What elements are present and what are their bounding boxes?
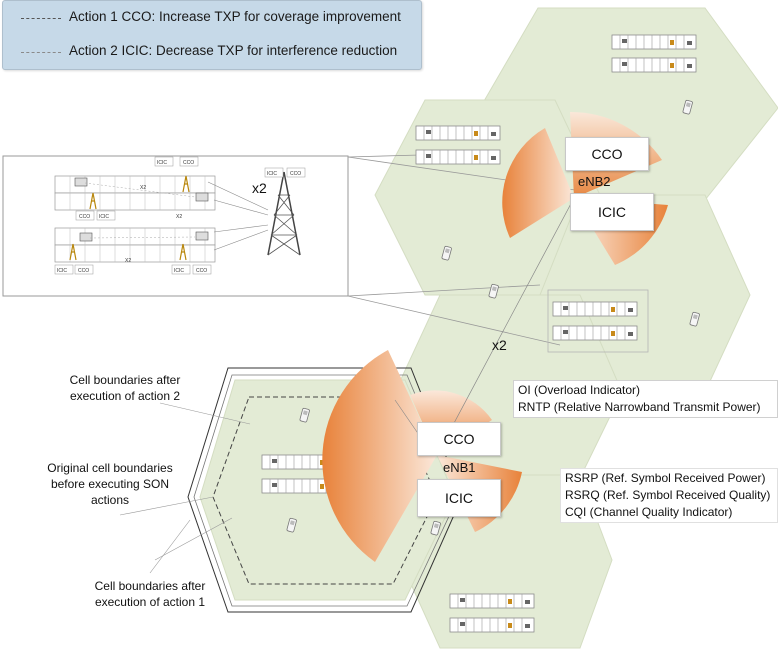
boundary-after-action1 (187, 367, 463, 613)
legend: Action 1 CCO: Increase TXP for coverage … (2, 0, 422, 70)
inset-tag-text: CCO (196, 268, 207, 274)
measurement-info: RSRP (Ref. Symbol Received Power) RSRQ (… (560, 468, 778, 523)
legend-line-action1 (21, 18, 61, 19)
inset-x2-label: x2 (252, 180, 267, 196)
caption-after-action2: Cell boundaries after execution of actio… (69, 373, 181, 403)
enb2-cco-label: CCO (591, 146, 623, 162)
inset-tag-text: ICIC (174, 268, 184, 274)
cqi-text: CQI (Channel Quality Indicator) (565, 505, 733, 519)
inset-tag-text: CCO (79, 214, 90, 220)
inset-tower (207, 171, 301, 256)
inset-tag-text: ICIC (267, 171, 277, 177)
rsrq-text: RSRQ (Ref. Symbol Received Quality) (565, 488, 771, 502)
legend-action1: Action 1 CCO: Increase TXP for coverage … (69, 9, 401, 24)
legend-line-action2 (21, 52, 61, 53)
enb2-sector-left (502, 128, 574, 238)
rntp-text: RNTP (Relative Narrowband Transmit Power… (518, 400, 761, 414)
inset-link-label: X2 (125, 258, 131, 264)
inset-tag-text: ICIC (99, 214, 109, 220)
caption-original: Original cell boundaries before executin… (47, 461, 173, 507)
enb2-icic-box: ICIC (570, 193, 654, 231)
enb1-icic-label: ICIC (445, 490, 473, 506)
oi-text: OI (Overload Indicator) (518, 383, 641, 397)
inset-link-label: X2 (140, 185, 146, 191)
enb1-label: eNB1 (443, 460, 476, 475)
enb2-cco-box: CCO (565, 137, 649, 171)
inset-tag-text: CCO (290, 171, 301, 177)
enb1-sector-left (322, 350, 437, 562)
inset-tag-text: CCO (78, 268, 89, 274)
x2-interface-info: OI (Overload Indicator) RNTP (Relative N… (513, 380, 778, 418)
inset-tags: ICIC CCO CCO ICIC ICIC CCO ICIC CCO ICIC… (54, 156, 306, 275)
enb1-cco-box: CCO (417, 422, 501, 456)
caption-after-action1: Cell boundaries after execution of actio… (94, 579, 206, 609)
inset-tag-text: ICIC (157, 160, 167, 166)
legend-action2: Action 2 ICIC: Decrease TXP for interfer… (69, 43, 398, 58)
rsrp-text: RSRP (Ref. Symbol Received Power) (565, 471, 766, 485)
x2-label: x2 (492, 337, 507, 353)
inset-tag-text: CCO (183, 160, 194, 166)
inset-grids (54, 175, 216, 263)
inset-tag-text: ICIC (57, 268, 67, 274)
inset-link-label: X2 (176, 214, 182, 220)
enb2-icic-label: ICIC (598, 204, 626, 220)
enb2-label: eNB2 (578, 174, 611, 189)
enb1-cco-label: CCO (443, 431, 475, 447)
boundary-original (193, 374, 459, 607)
enb1-icic-box: ICIC (417, 479, 501, 517)
